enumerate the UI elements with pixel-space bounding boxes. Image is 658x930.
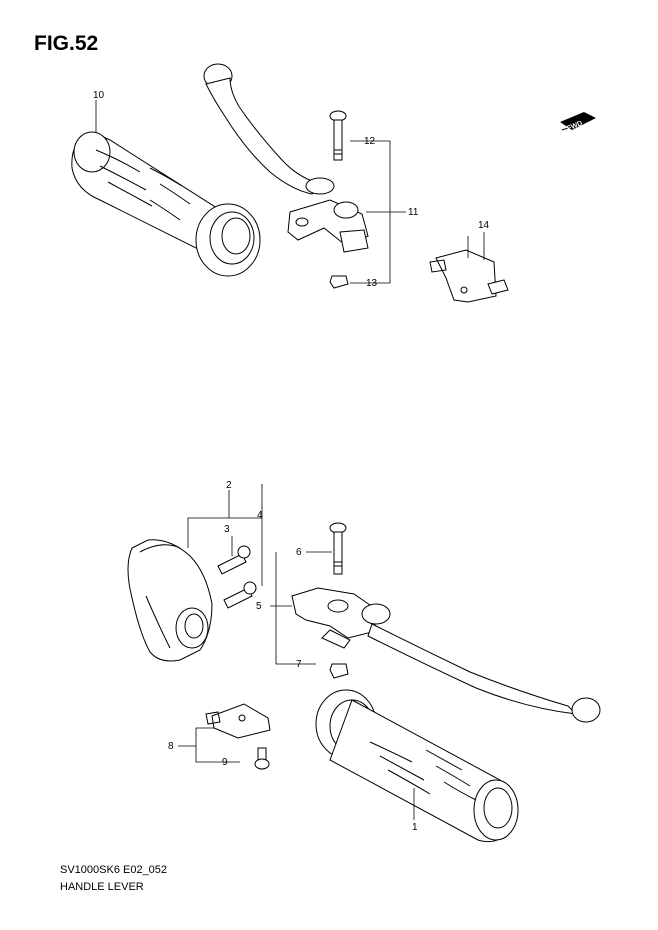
callout-10: 10 [93,90,105,101]
brake-switch-part-8[interactable] [205,703,271,739]
callout-11: 11 [408,207,419,218]
figure-code: SV1000SK6 E02_052 [60,864,168,876]
callout-1: 1 [412,822,418,833]
right-grip-part-1[interactable] [315,689,519,843]
throttle-housing-part-2[interactable] [127,539,213,662]
nut-part-13[interactable] [329,275,349,289]
fwd-arrow-icon [560,112,596,131]
callout-14: 14 [478,220,490,231]
left-grip-part-10[interactable] [71,131,261,277]
screw-part-3[interactable] [217,545,251,575]
callout-12: 12 [364,136,376,147]
figure-title: FIG.52 [34,32,99,55]
nut-part-7[interactable] [329,663,349,679]
figure-caption: HANDLE LEVER [60,881,144,893]
screw-part-9[interactable] [254,747,270,770]
callout-5: 5 [256,601,262,612]
callout-8: 8 [168,741,174,752]
callout-4: 4 [257,510,263,521]
pivot-bolt-part-6[interactable] [329,522,347,575]
leader-lines [95,100,485,820]
callout-13: 13 [366,278,378,289]
brake-lever-part-5[interactable] [291,587,601,723]
clutch-switch-part-14[interactable] [429,249,509,303]
clutch-lever-part-11[interactable] [203,63,369,253]
callout-2: 2 [226,480,232,491]
callout-6: 6 [296,547,302,558]
callout-7: 7 [296,659,302,670]
pivot-bolt-part-12[interactable] [329,110,347,161]
screw-part-4[interactable] [223,581,257,609]
callout-9: 9 [222,757,228,768]
callout-3: 3 [224,524,230,535]
